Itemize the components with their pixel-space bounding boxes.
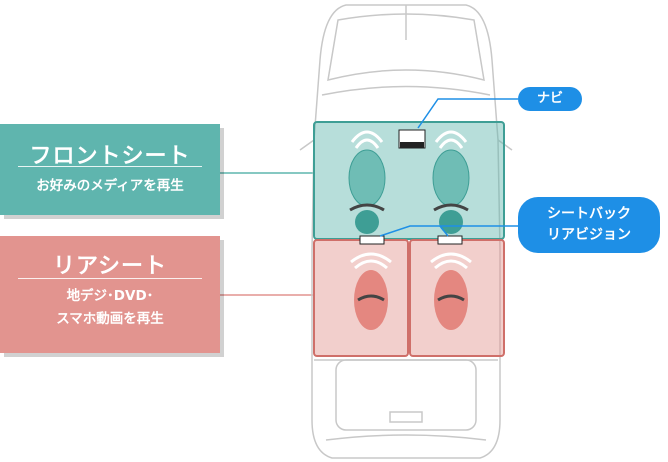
rear-seat-label-box: リアシート 地デジ･DVD･ スマホ動画を再生 — [0, 236, 220, 353]
front-right-occupant-icon — [432, 130, 470, 234]
navi-callout: ナビ — [518, 87, 582, 111]
front-seat-divider — [18, 166, 202, 167]
rear-seat-title: リアシート — [52, 254, 168, 279]
seatback-leader-line — [379, 225, 518, 237]
rear-seat-subtitle-line1: 地デジ･DVD･ — [66, 288, 154, 304]
car-outline — [299, 4, 513, 459]
front-seat-label-box: フロントシート お好みのメディアを再生 — [0, 124, 220, 215]
rear-right-occupant-icon — [430, 252, 472, 330]
front-seat-title: フロントシート — [29, 144, 191, 169]
rear-seat-subtitle-line2: スマホ動画を再生 — [56, 311, 164, 327]
seatback-callout-line2: リアビジョン — [547, 227, 631, 243]
seatback-screen-right-icon — [437, 235, 463, 245]
seatback-screen-left-icon — [359, 235, 385, 245]
front-left-occupant-icon — [348, 130, 386, 234]
navi-leader-line — [417, 98, 518, 129]
seatback-callout-line1: シートバック — [547, 206, 631, 222]
rear-seat-divider — [18, 278, 202, 279]
front-seat-subtitle: お好みのメディアを再生 — [36, 178, 184, 194]
rear-seat-subtitle: 地デジ･DVD･ スマホ動画を再生 — [0, 279, 220, 331]
rear-left-occupant-icon — [350, 252, 392, 330]
seatback-rear-vision-callout: シートバック リアビジョン — [518, 197, 660, 253]
